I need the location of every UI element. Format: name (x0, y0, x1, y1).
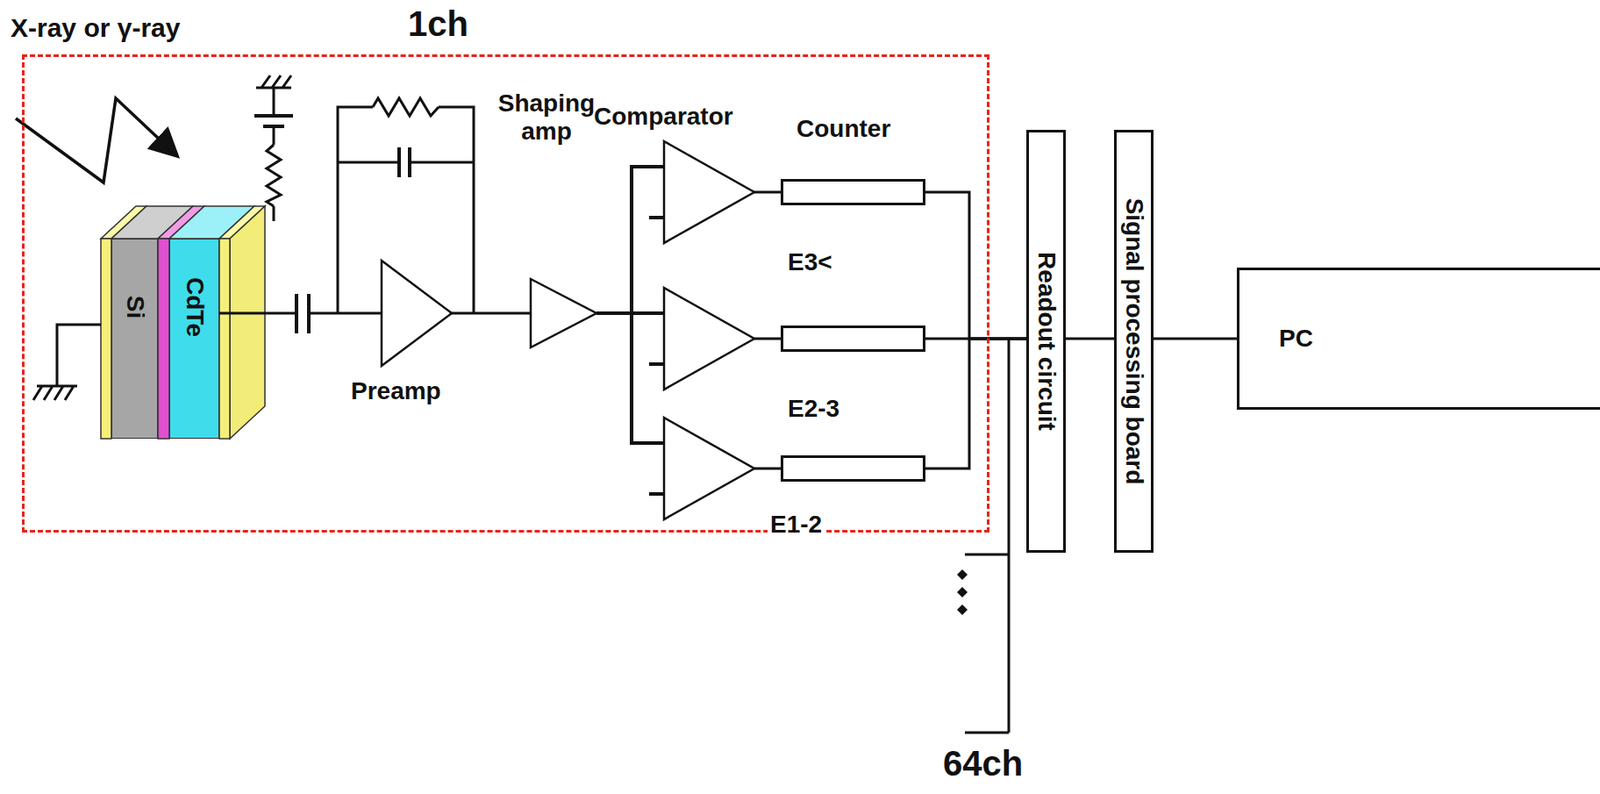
signal-wire (596, 313, 665, 443)
shaping-amp-triangle: Shaping amp (530, 278, 597, 348)
feedback-capacitor (399, 147, 410, 178)
column-heading: Counter (796, 114, 891, 143)
channel-region: SiCdTePreampShaping ampComparatorE3<E2-3… (21, 54, 990, 533)
signal-wire (925, 338, 1027, 469)
detector-block (100, 206, 265, 439)
signal-wire (754, 191, 781, 194)
channel-count: 64ch (942, 743, 1023, 784)
signal-wire (1153, 337, 1237, 341)
coupling-capacitor (296, 293, 309, 334)
box-label: Readout circuit (1031, 251, 1060, 431)
bias-ground-symbol (256, 75, 292, 88)
cdte-layer: CdTe (169, 238, 220, 439)
amplifier-triangle (664, 141, 755, 243)
amplifier-triangle (664, 287, 755, 390)
comparator-triangle: ComparatorE3< (664, 141, 755, 243)
signal-wire (219, 312, 382, 315)
channel-heading: 1ch (407, 3, 469, 44)
signal-wire (596, 166, 665, 314)
column-heading: Comparator (593, 102, 734, 131)
layer-label: Si (120, 295, 149, 319)
continuation-dots (957, 569, 968, 615)
signal-wire (754, 467, 781, 471)
battery-symbol (254, 115, 293, 127)
block-label: Preamp (350, 377, 442, 406)
readout-circuit-box: Readout circuit (1026, 129, 1066, 553)
counter-box: Counter (780, 178, 926, 206)
ground-symbol (33, 385, 78, 400)
signal-wire (451, 312, 531, 315)
signal-wire (1065, 337, 1115, 341)
amplifier-triangle (530, 278, 597, 348)
ground-wire (57, 324, 101, 386)
box-label: PC (1278, 324, 1314, 353)
block-label: Shaping amp (485, 89, 608, 146)
counter-box (780, 325, 926, 352)
bias-resistor (266, 144, 281, 207)
ray-arrow (15, 98, 176, 183)
layer-label: CdTe (179, 277, 208, 337)
threshold-label: E3< (785, 248, 836, 277)
radiation-label: X-ray or γ-ray (10, 13, 180, 43)
threshold-label: E2-3 (785, 394, 843, 423)
amplifier-triangle (664, 417, 755, 520)
counter-box (780, 455, 926, 482)
signal-wire (925, 192, 1027, 339)
channel-bus (964, 338, 1009, 733)
feedback-resistor (372, 98, 439, 116)
preamp-triangle: Preamp (381, 260, 452, 366)
signal-board-box: Signal processing board (1114, 129, 1154, 553)
box-label: Signal processing board (1119, 198, 1148, 486)
pc-box: PC (1236, 267, 1600, 410)
amplifier-triangle (381, 260, 452, 366)
si-layer: Si (111, 238, 158, 439)
threshold-label: E1-2 (767, 510, 825, 539)
threshold-input (649, 217, 665, 494)
signal-wire (754, 337, 781, 341)
comparator-triangle: E2-3 (664, 287, 755, 390)
comparator-triangle: E1-2 (664, 417, 755, 520)
